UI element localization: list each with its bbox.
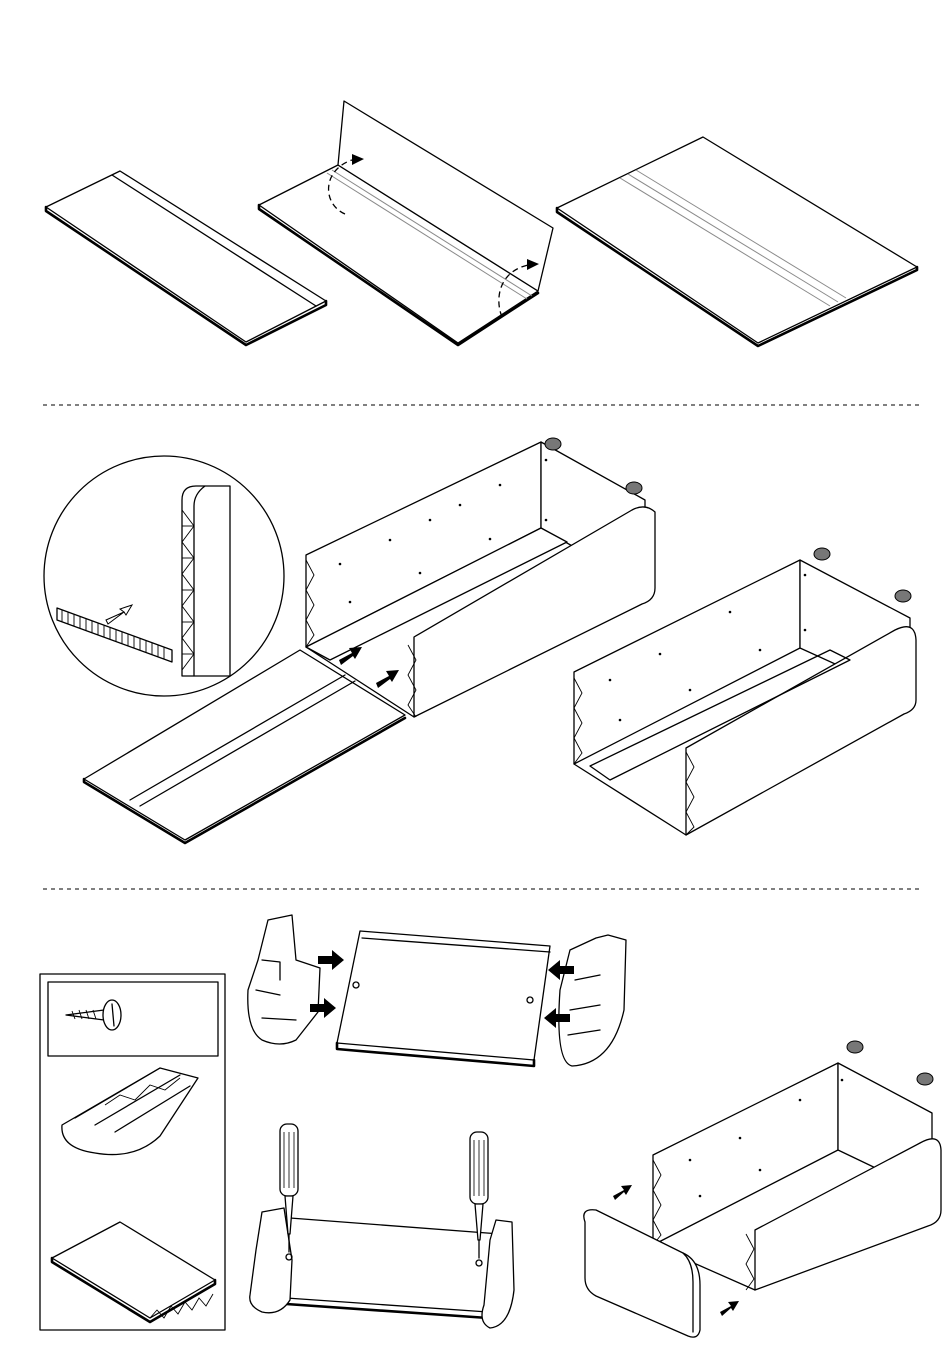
knob [545,438,561,450]
screwing-caps [250,1124,514,1328]
knob [917,1073,933,1085]
push-arrow-icon [376,670,399,688]
push-arrow-icon [318,950,344,970]
panel-part [52,1222,215,1322]
end-cap-part [62,1068,198,1155]
parts-legend [40,974,225,1330]
knob [895,590,911,602]
knob [814,548,830,560]
knob [847,1041,863,1053]
screw-icon [66,1000,121,1030]
push-arrow-icon [720,1301,739,1316]
step-unfolded-panel [557,137,917,346]
knob [626,482,642,494]
push-arrow-icon [613,1185,632,1200]
attach-end-cap [584,1041,941,1337]
caps-with-board [248,915,626,1066]
detail-magnifier [44,456,284,696]
